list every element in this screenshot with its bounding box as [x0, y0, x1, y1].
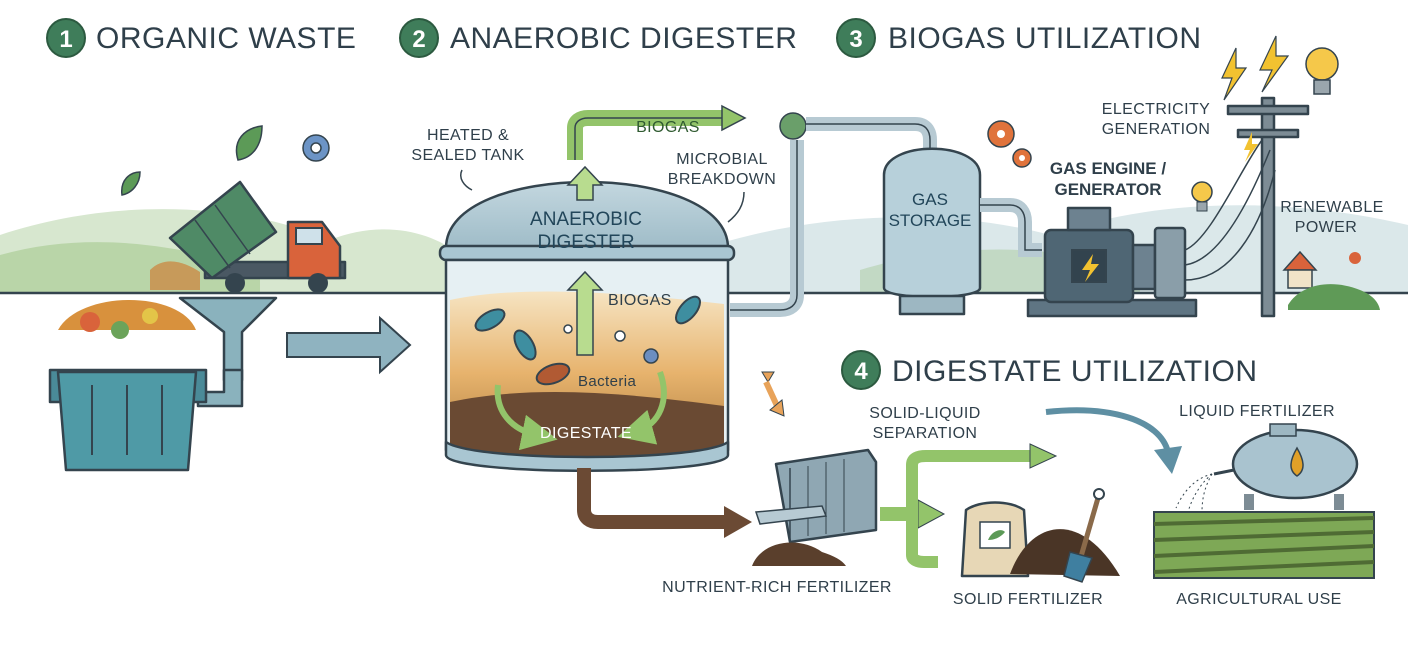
step-badge-2	[399, 18, 439, 58]
bacteria-label: Bacteria	[578, 373, 636, 390]
step-number-3: 3	[849, 26, 862, 53]
heated-tank-label-line2: SEALED TANK	[411, 147, 524, 164]
fertilizer-bag-icon	[960, 501, 1120, 578]
solid-fraction-arrow	[880, 443, 1058, 568]
separator-machine-icon	[752, 448, 878, 566]
step-header-4: 4 DIGESTATE UTILIZATION	[841, 350, 1258, 390]
step-badge-1	[46, 18, 86, 58]
step-header-1: 1 ORGANIC WASTE	[46, 18, 356, 58]
agri-use-label: AGRICULTURAL USE	[1176, 591, 1342, 608]
heated-tank-label-line1: HEATED &	[427, 127, 509, 144]
step-title-2: ANAEROBIC DIGESTER	[450, 22, 797, 55]
shovel-icon	[1063, 488, 1105, 583]
electricity-label-line2: GENERATION	[1102, 121, 1211, 138]
step-badge-4	[841, 350, 881, 390]
engine-label-line2: GENERATOR	[1054, 180, 1161, 199]
step-header-3: 3 BIOGAS UTILIZATION	[836, 18, 1201, 58]
liquid-fraction-arrow	[1045, 407, 1182, 474]
bacteria-icon	[474, 295, 701, 386]
leader-line	[460, 169, 473, 191]
biogas-inner-label: BIOGAS	[608, 292, 672, 309]
biogas-pipe-label: BIOGAS	[636, 119, 700, 136]
liquid-tank-icon	[1213, 423, 1359, 510]
step-number-1: 1	[59, 26, 72, 53]
waste-bin-icon	[48, 300, 208, 472]
gas-storage-tank	[882, 147, 1042, 316]
flow-arrow-blue	[286, 315, 412, 375]
step-title-1: ORGANIC WASTE	[96, 22, 356, 55]
biogas-swap-arrow	[761, 371, 785, 417]
house-icon	[1282, 250, 1380, 310]
mixing-arrows	[494, 370, 667, 451]
biogas-rise-arrow	[566, 165, 604, 356]
spray-icon	[1175, 473, 1213, 513]
liquid-fert-label: LIQUID FERTILIZER	[1179, 403, 1335, 420]
separation-label-line2: SEPARATION	[873, 425, 978, 442]
dump-truck-icon	[150, 180, 347, 293]
renewable-label-line2: POWER	[1295, 219, 1357, 236]
digestate-label: DIGESTATE	[540, 425, 632, 442]
digester-tank	[438, 180, 736, 472]
lightning-icon	[1221, 35, 1290, 162]
digester-name-line2: DIGESTER	[537, 232, 634, 253]
power-pole-icon	[1184, 96, 1310, 318]
farm-field-icon	[1153, 511, 1375, 579]
step-title-4: DIGESTATE UTILIZATION	[892, 355, 1258, 388]
generator-icon	[1026, 206, 1198, 318]
leader-line	[727, 191, 745, 223]
separation-label-line1: SOLID-LIQUID	[869, 405, 981, 422]
electricity-label-line1: ELECTRICITY	[1102, 101, 1210, 118]
nutrient-fert-label: NUTRIENT-RICH FERTILIZER	[662, 579, 892, 596]
gear-icon	[987, 120, 1032, 168]
solid-fert-label: SOLID FERTILIZER	[953, 591, 1103, 608]
leaf-icon	[121, 125, 263, 196]
renewable-label-line1: RENEWABLE	[1280, 199, 1383, 216]
step-header-2: 2 ANAEROBIC DIGESTER	[399, 18, 797, 58]
gas-storage-label-line2: STORAGE	[889, 211, 972, 230]
microbial-label-line1: MICROBIAL	[676, 151, 768, 168]
engine-label-line1: GAS ENGINE /	[1050, 159, 1166, 178]
step-number-4: 4	[854, 358, 868, 385]
microbial-label-line2: BREAKDOWN	[668, 171, 777, 188]
biogas-pipe	[567, 104, 937, 317]
gas-storage-label-line1: GAS	[912, 190, 948, 209]
digestate-outflow-arrow	[577, 468, 752, 538]
digester-name-line1: ANAEROBIC	[530, 209, 642, 230]
step-badge-3	[836, 18, 876, 58]
step-number-2: 2	[412, 26, 425, 53]
gear-icon	[302, 134, 330, 162]
funnel-icon	[178, 296, 278, 408]
step-title-3: BIOGAS UTILIZATION	[888, 22, 1201, 55]
light-bulb-icon	[1191, 47, 1339, 212]
